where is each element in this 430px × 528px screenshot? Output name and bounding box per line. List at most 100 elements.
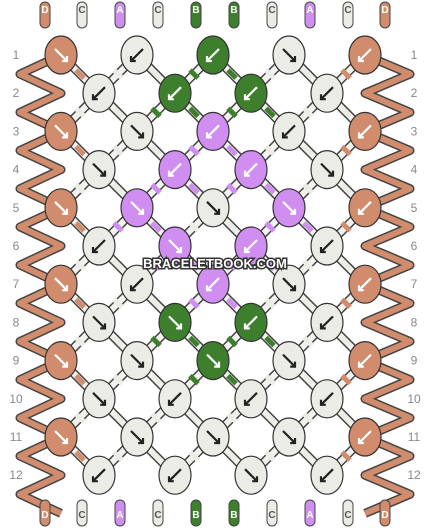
arrow-icon <box>130 48 144 62</box>
arrow-icon <box>244 239 258 253</box>
string-letter: C <box>268 510 275 521</box>
arrow-icon <box>320 315 334 330</box>
row-label-right: 10 <box>407 392 421 406</box>
string-tab: A <box>114 499 126 527</box>
string-letter: B <box>192 510 199 521</box>
arrow-icon <box>358 277 372 291</box>
knot <box>272 35 306 75</box>
knot <box>158 455 192 495</box>
knot <box>82 455 116 495</box>
knot <box>44 341 78 381</box>
knot <box>82 379 116 419</box>
string-letter: C <box>268 5 275 16</box>
string-letter: D <box>41 510 48 521</box>
row-label-left: 8 <box>13 315 20 329</box>
row-label-right: 7 <box>411 277 418 291</box>
knot <box>348 341 382 381</box>
arrow-icon <box>130 430 144 444</box>
arrow-icon <box>358 201 372 215</box>
knot <box>348 417 382 457</box>
row-label-right: 1 <box>411 48 418 62</box>
arrow-icon <box>244 468 258 482</box>
string-tab: C <box>152 499 164 527</box>
arrow-icon <box>320 468 334 482</box>
string-tab: A <box>304 499 316 527</box>
row-label-left: 2 <box>13 86 20 100</box>
row-label-left: 6 <box>13 239 20 253</box>
knot <box>234 379 268 419</box>
string-letter: C <box>154 5 161 16</box>
knot <box>310 379 344 419</box>
knot <box>272 264 306 304</box>
knot <box>44 188 78 228</box>
string-letter: A <box>116 510 123 521</box>
row-label-left: 3 <box>13 124 20 138</box>
arrow-icon <box>244 315 258 330</box>
arrow-icon <box>54 353 68 368</box>
arrow-icon <box>92 468 106 482</box>
knot-grid <box>44 35 382 495</box>
string-tab: A <box>304 1 316 29</box>
arrow-icon <box>130 124 144 139</box>
arrow-icon <box>54 48 68 62</box>
string-tab: C <box>152 1 164 29</box>
knot <box>272 341 306 381</box>
knot <box>348 35 382 75</box>
arrow-icon <box>92 392 106 406</box>
row-label-left: 12 <box>9 468 23 482</box>
string-letter: C <box>78 5 85 16</box>
knot <box>82 73 116 113</box>
string-tab: C <box>76 499 88 527</box>
knot <box>82 226 116 266</box>
knot <box>120 417 154 457</box>
arrow-icon <box>92 162 106 177</box>
row-label-left: 9 <box>13 354 20 368</box>
row-label-left: 10 <box>9 392 23 406</box>
knot <box>348 111 382 151</box>
string-letter: C <box>344 510 351 521</box>
knot <box>272 188 306 228</box>
arrow-icon <box>358 48 372 62</box>
arrow-icon <box>206 430 220 444</box>
arrow-icon <box>206 277 220 291</box>
arrow-icon <box>168 239 182 253</box>
arrow-icon <box>282 48 296 62</box>
knot <box>44 417 78 457</box>
knot <box>196 417 230 457</box>
row-label-right: 4 <box>411 163 418 177</box>
arrow-icon <box>320 239 334 253</box>
knot <box>44 111 78 151</box>
arrow-icon <box>168 392 182 406</box>
knot <box>234 455 268 495</box>
row-label-right: 9 <box>411 354 418 368</box>
arrow-icon <box>358 430 372 444</box>
knot <box>310 302 344 342</box>
row-label-right: 3 <box>411 124 418 138</box>
knot <box>348 264 382 304</box>
knot <box>158 150 192 190</box>
arrow-icon <box>206 124 220 139</box>
string-tab: C <box>342 499 354 527</box>
arrow-icon <box>320 162 334 177</box>
arrow-icon <box>92 86 106 100</box>
arrow-icon <box>282 201 296 215</box>
knot <box>234 150 268 190</box>
knot <box>234 226 268 266</box>
knot <box>44 35 78 75</box>
string-tab: C <box>76 1 88 29</box>
arrow-icon <box>206 201 220 215</box>
arrow-icon <box>282 124 296 139</box>
string-letter: B <box>192 5 199 16</box>
knot <box>310 455 344 495</box>
knot <box>196 111 230 151</box>
string-tab: D <box>379 1 391 29</box>
string-tab: B <box>190 499 202 527</box>
string-letter: D <box>381 510 388 521</box>
row-label-left: 7 <box>13 277 20 291</box>
arrow-icon <box>92 239 106 253</box>
arrow-icon <box>92 315 106 330</box>
arrow-icon <box>320 392 334 406</box>
